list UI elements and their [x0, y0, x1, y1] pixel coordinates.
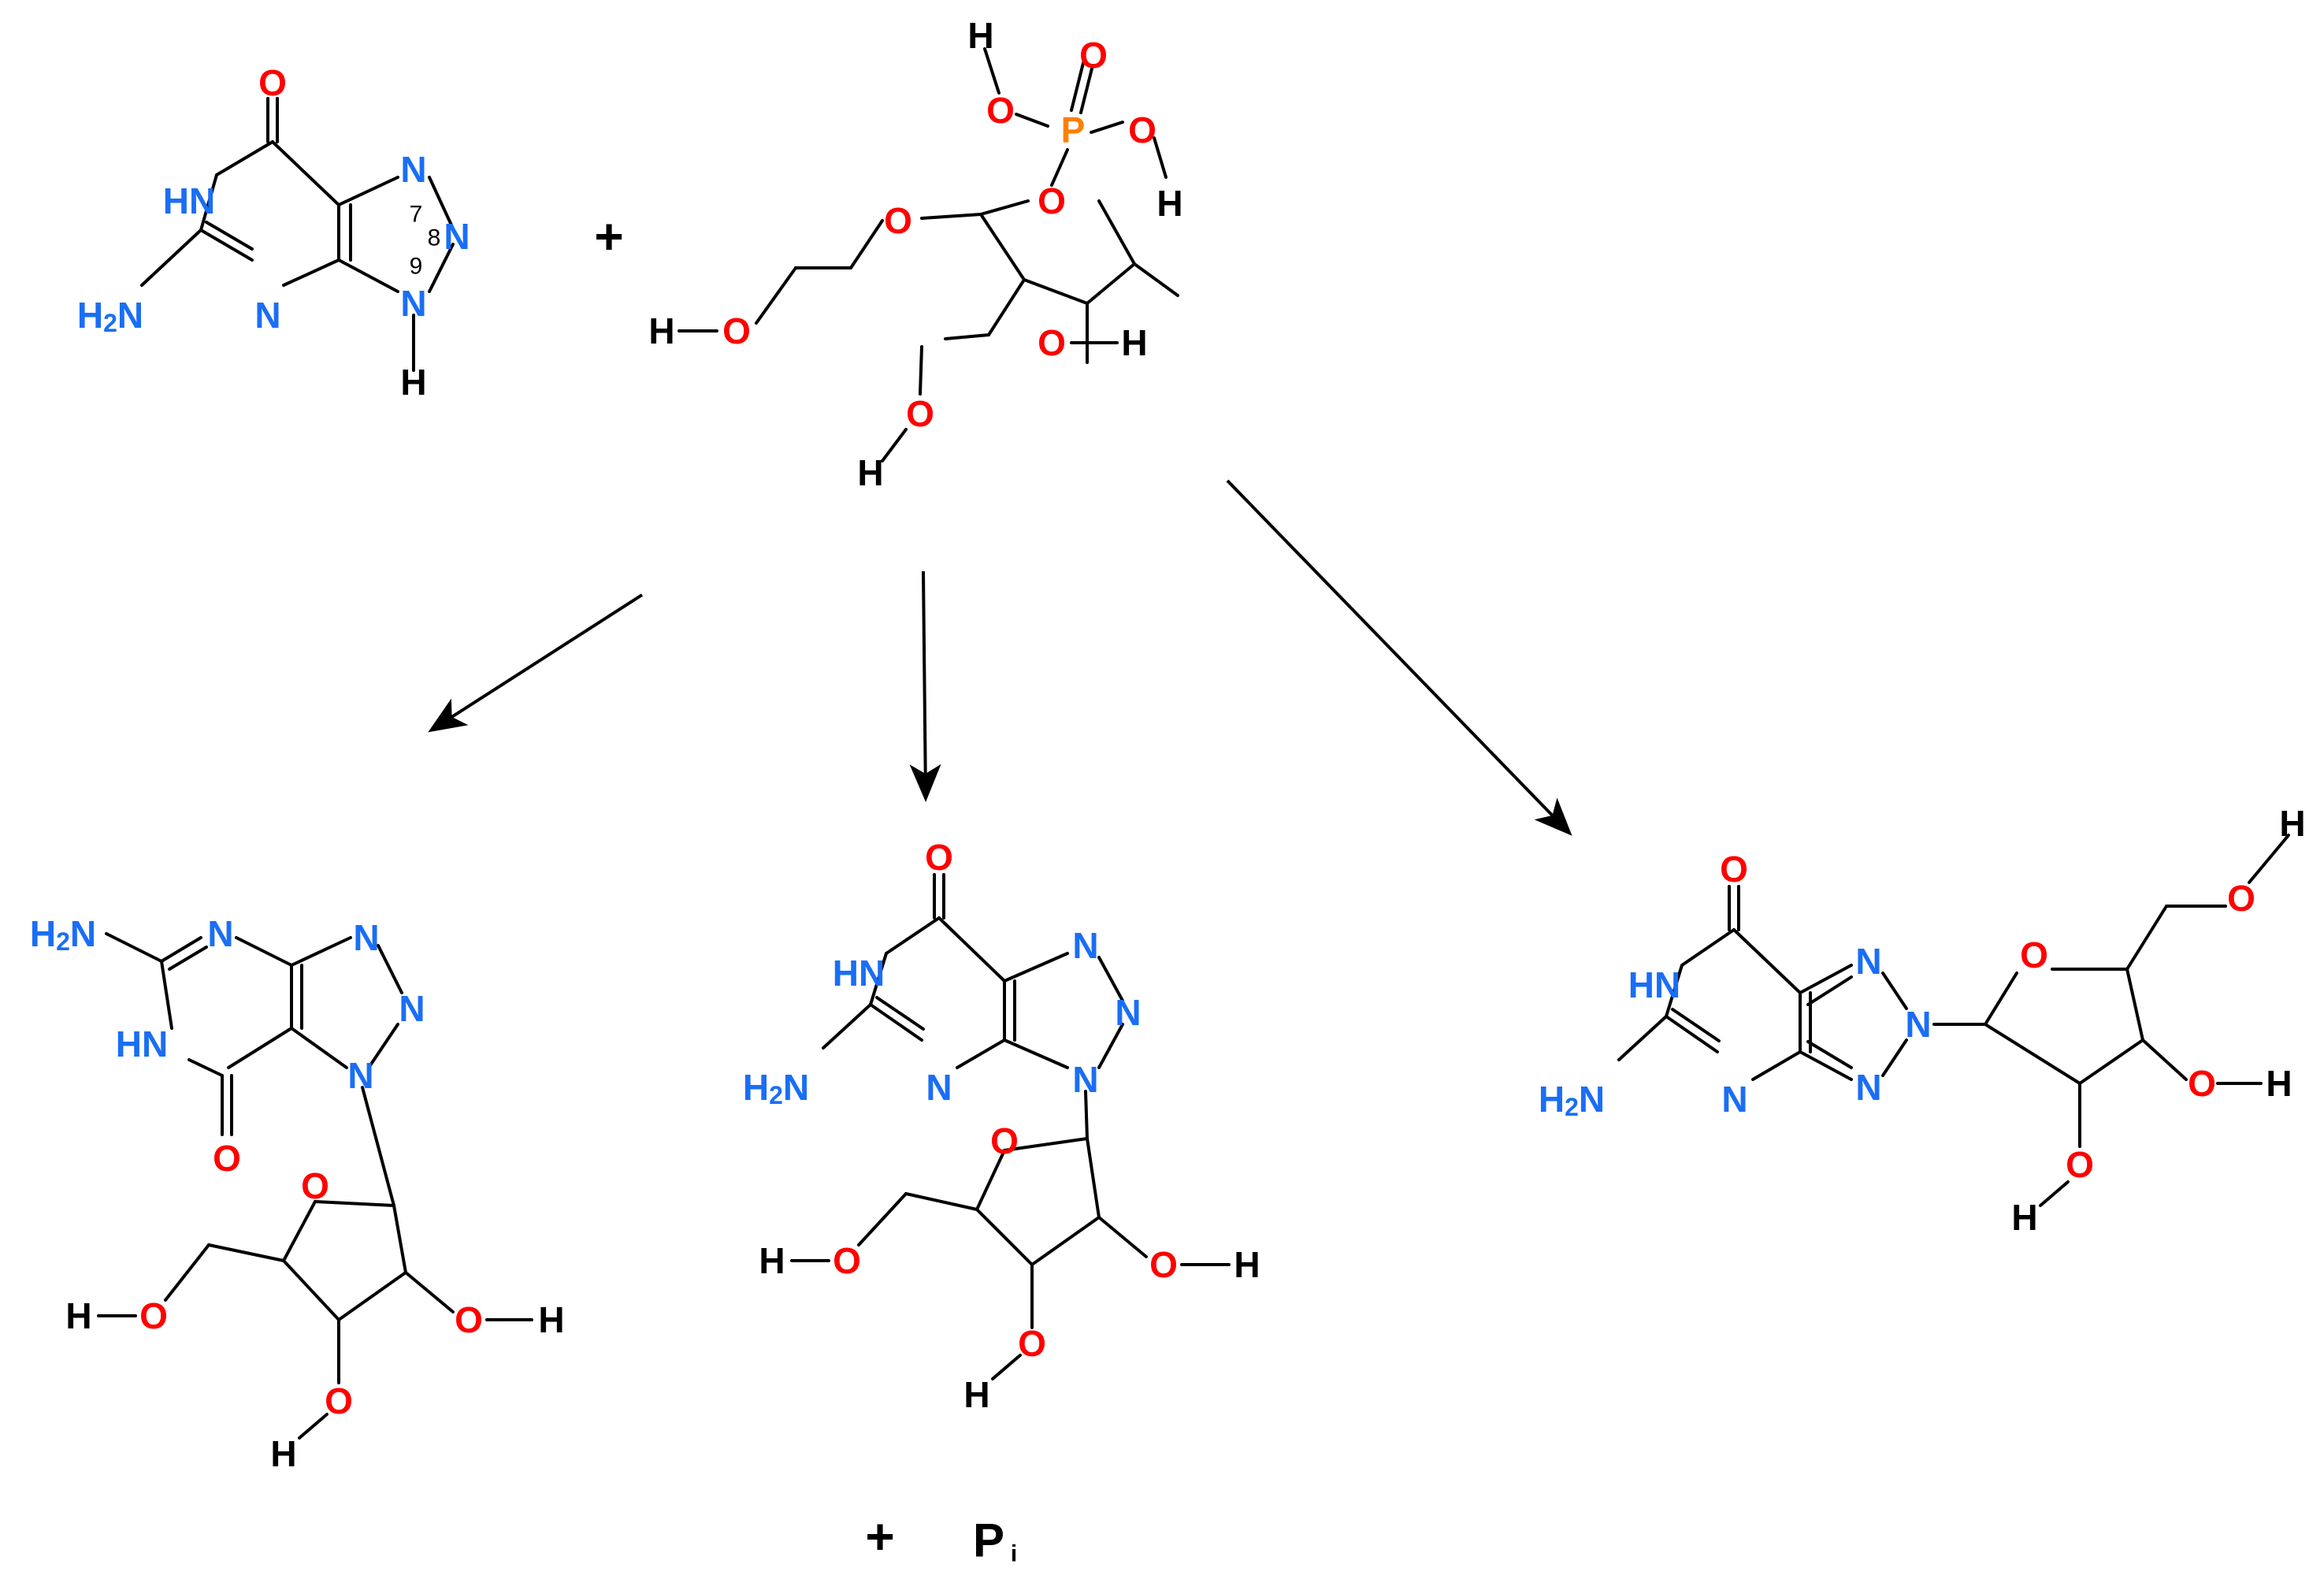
atom-O: O [2020, 934, 2048, 975]
atom-P: P [1061, 110, 1086, 150]
atom-N9: N [400, 283, 426, 324]
atom-O: O [990, 1120, 1019, 1161]
atom-O: O [1128, 110, 1156, 150]
atom-H: H [857, 452, 883, 493]
atom-H2N: H2N [1539, 1079, 1605, 1121]
atom-N: N [926, 1067, 952, 1108]
arrow-to-left-product [428, 593, 644, 733]
atom-O: O [833, 1240, 861, 1281]
bond-set [97, 932, 533, 1440]
atom-O: O [1038, 180, 1066, 221]
molecule-ribose-phosphate: H O O P O H O O H O H O H O H [648, 15, 1182, 493]
atom-N8: N [444, 216, 470, 257]
atom-H: H [538, 1299, 564, 1340]
bond-set [1617, 834, 2290, 1207]
atom-H: H [1121, 322, 1147, 363]
atom-N: N [353, 917, 379, 958]
atom-H: H [967, 15, 993, 56]
atom-O: O [2188, 1063, 2216, 1104]
atom-N7: N [400, 149, 426, 190]
atom-H2N: H2N [30, 913, 96, 956]
atom-N: N [1905, 1004, 1931, 1045]
plus-sign-bottom: + [865, 1508, 894, 1565]
atom-HN: HN [116, 1024, 168, 1064]
atom-HN: HN [1628, 964, 1680, 1005]
atom-O: O [884, 200, 912, 241]
atom-HN: HN [833, 953, 885, 994]
molecule-product-right: O HN N N N N H2N O H O O H O H [1539, 803, 2306, 1238]
atom-H: H [963, 1374, 989, 1415]
inorganic-phosphate: P i [973, 1514, 1017, 1567]
atom-O: O [258, 62, 287, 103]
atom-O: O [455, 1299, 483, 1340]
atom-H: H [2279, 803, 2305, 844]
byproduct-label: P [973, 1514, 1004, 1567]
atom-H: H [1234, 1244, 1260, 1285]
atom-O: O [1038, 322, 1066, 363]
atom-O: O [906, 393, 934, 434]
atom-N: N [1855, 1067, 1881, 1108]
atom-N: N [254, 295, 280, 336]
atom-O: O [139, 1295, 168, 1336]
bond-set [790, 873, 1231, 1380]
atom-O: O [1720, 849, 1748, 890]
atom-N: N [347, 1055, 373, 1096]
atom-O: O [986, 90, 1015, 131]
bond-set [140, 97, 455, 372]
atom-N: N [1115, 992, 1141, 1033]
atom-O: O [2227, 878, 2255, 919]
atom-H: H [648, 310, 674, 351]
atom-H2N: H2N [743, 1067, 809, 1109]
atom-HN: HN [163, 180, 215, 221]
atom-O: O [2066, 1144, 2094, 1185]
atom-H: H [270, 1433, 296, 1474]
atom-O: O [925, 837, 953, 878]
molecule-product-left: H2N N N N HN N O O H O O H O H [30, 913, 565, 1474]
atom-N: N [1855, 941, 1881, 982]
molecule-azaguanine: O HN N N N N H H2N 7 8 9 [77, 62, 470, 403]
bond-set [920, 47, 1179, 364]
atom-O: O [1079, 35, 1108, 76]
atom-N: N [399, 988, 425, 1029]
atom-H: H [2011, 1197, 2037, 1238]
atom-H: H [1156, 183, 1182, 224]
molecule-product-middle: O HN N N N N H2N O H O O H O H [743, 837, 1260, 1415]
position-number-8: 8 [428, 225, 441, 251]
atom-O: O [1149, 1244, 1178, 1285]
arrow-to-middle-product [909, 570, 941, 802]
byproduct-subscript: i [1011, 1541, 1017, 1567]
position-number-7: 7 [410, 202, 423, 228]
atom-O: O [722, 310, 751, 351]
atom-O: O [1018, 1323, 1046, 1364]
atom-O: O [325, 1380, 353, 1421]
atom-H: H [2266, 1063, 2292, 1104]
atom-O: O [301, 1165, 329, 1206]
bond-set-hydroxyls [678, 219, 1119, 463]
atom-H: H [65, 1295, 91, 1336]
atom-H: H [400, 362, 426, 403]
atom-H2N: H2N [77, 295, 143, 337]
plus-sign-top: + [594, 208, 623, 265]
atom-N: N [1072, 1059, 1098, 1100]
arrow-set [428, 479, 1572, 836]
atom-N: N [1721, 1079, 1747, 1120]
atom-N: N [207, 913, 233, 954]
atom-H: H [759, 1240, 785, 1281]
position-number-9: 9 [410, 254, 423, 280]
atom-N: N [1072, 925, 1098, 966]
arrow-to-right-product [1226, 479, 1572, 836]
atom-O: O [213, 1138, 241, 1179]
